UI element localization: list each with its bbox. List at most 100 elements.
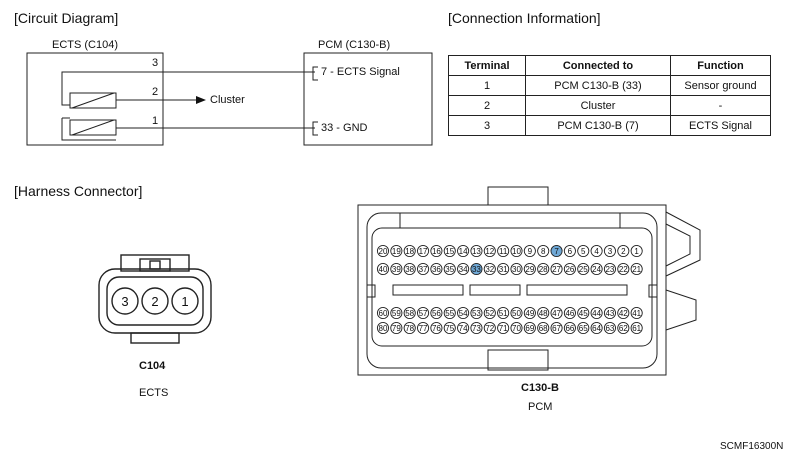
c130-pin-7: 7 [550, 244, 563, 258]
c130-id: C130-B [521, 382, 559, 394]
pcm-box [303, 52, 433, 146]
circuit-diagram-title: [Circuit Diagram] [14, 10, 119, 26]
c130-pin-37: 37 [416, 262, 430, 276]
sensor-label: ECTS (C104) [52, 39, 119, 51]
header-function: Function [670, 55, 771, 76]
svg-text:1: 1 [634, 247, 639, 256]
svg-text:16: 16 [432, 247, 441, 256]
c130-pin-43: 43 [603, 306, 617, 320]
header-connected-to: Connected to [525, 55, 671, 76]
c130-pin-36: 36 [430, 262, 443, 276]
svg-text:80: 80 [379, 324, 388, 333]
c130-pin-75: 75 [443, 321, 456, 335]
svg-text:49: 49 [525, 309, 534, 318]
c130-pin-74: 74 [457, 321, 470, 335]
svg-text:74: 74 [459, 324, 468, 333]
svg-text:3: 3 [121, 294, 128, 309]
c130-pin-53: 53 [470, 306, 483, 320]
c130-pin-41: 41 [630, 306, 643, 320]
connection-info-title: [Connection Information] [448, 10, 601, 26]
svg-text:8: 8 [541, 247, 546, 256]
cell-terminal: 1 [448, 75, 526, 96]
c130-connector-body [357, 186, 701, 376]
thermistor-lower [62, 117, 124, 136]
svg-text:52: 52 [485, 309, 494, 318]
c130-pin-58: 58 [403, 306, 416, 320]
thermistor-upper [69, 92, 124, 109]
c130-pin-15: 15 [443, 244, 456, 258]
c104-connector-body [98, 254, 212, 344]
wire-2 [61, 90, 196, 106]
c130-pin-62: 62 [617, 321, 630, 335]
c130-pin-68: 68 [537, 321, 550, 335]
c104-pin-1: 1 [171, 287, 199, 315]
svg-text:77: 77 [419, 324, 428, 333]
svg-text:48: 48 [539, 309, 548, 318]
cell-terminal: 3 [448, 115, 526, 136]
svg-text:54: 54 [459, 309, 468, 318]
c130-pin-30: 30 [510, 262, 523, 276]
svg-text:23: 23 [605, 265, 614, 274]
svg-text:18: 18 [405, 247, 414, 256]
cluster-arrow [196, 96, 206, 104]
c130-pin-66: 66 [563, 321, 576, 335]
svg-text:67: 67 [552, 324, 561, 333]
connection-table: Terminal Connected to Function 1 PCM C13… [448, 55, 771, 136]
c130-pin-13: 13 [470, 244, 483, 258]
c130-pin-46: 46 [563, 306, 576, 320]
svg-text:72: 72 [485, 324, 494, 333]
c130-pin-2: 2 [617, 244, 630, 258]
c130-pin-57: 57 [416, 306, 430, 320]
table-header-row: Terminal Connected to Function [448, 55, 771, 76]
c130-pin-39: 39 [390, 262, 403, 276]
table-row: 1 PCM C130-B (33) Sensor ground [448, 75, 771, 96]
c130-pin-60: 60 [376, 306, 390, 320]
c130-pin-28: 28 [537, 262, 550, 276]
c130-pin-26: 26 [563, 262, 576, 276]
c130-pin-48: 48 [537, 306, 550, 320]
svg-text:34: 34 [459, 265, 468, 274]
c130-pin-5: 5 [577, 244, 590, 258]
c130-pin-18: 18 [403, 244, 416, 258]
svg-text:44: 44 [592, 309, 601, 318]
c130-pin-40: 40 [376, 262, 390, 276]
table-row: 3 PCM C130-B (7) ECTS Signal [448, 115, 771, 136]
c130-pin-16: 16 [430, 244, 443, 258]
svg-text:13: 13 [472, 247, 481, 256]
c130-pin-67: 67 [550, 321, 563, 335]
wire-number-2: 2 [152, 86, 159, 98]
svg-text:69: 69 [525, 324, 534, 333]
svg-text:66: 66 [565, 324, 574, 333]
c130-pin-73: 73 [470, 321, 483, 335]
cell-function: ECTS Signal [670, 115, 771, 136]
svg-text:31: 31 [499, 265, 508, 274]
c130-pin-80: 80 [376, 321, 390, 335]
c130-pin-52: 52 [483, 306, 496, 320]
cell-connected-to: Cluster [525, 95, 671, 116]
svg-text:41: 41 [632, 309, 641, 318]
c130-pin-25: 25 [577, 262, 590, 276]
c130-pin-54: 54 [457, 306, 470, 320]
svg-text:63: 63 [605, 324, 614, 333]
svg-text:4: 4 [594, 247, 599, 256]
c130-pin-8: 8 [537, 244, 550, 258]
c130-pin-4: 4 [590, 244, 603, 258]
sensor-box [26, 52, 164, 146]
svg-text:15: 15 [445, 247, 454, 256]
table-row: 2 Cluster - [448, 95, 771, 116]
svg-text:65: 65 [579, 324, 588, 333]
c130-pin-47: 47 [550, 306, 563, 320]
c130-pin-65: 65 [577, 321, 590, 335]
c130-pin-27: 27 [550, 262, 563, 276]
svg-text:56: 56 [432, 309, 441, 318]
c104-pin-3: 3 [111, 287, 139, 315]
c130-pin-10: 10 [510, 244, 523, 258]
svg-text:20: 20 [379, 247, 388, 256]
c130-pin-61: 61 [630, 321, 643, 335]
svg-text:14: 14 [459, 247, 468, 256]
svg-text:78: 78 [405, 324, 414, 333]
c130-pin-51: 51 [497, 306, 510, 320]
